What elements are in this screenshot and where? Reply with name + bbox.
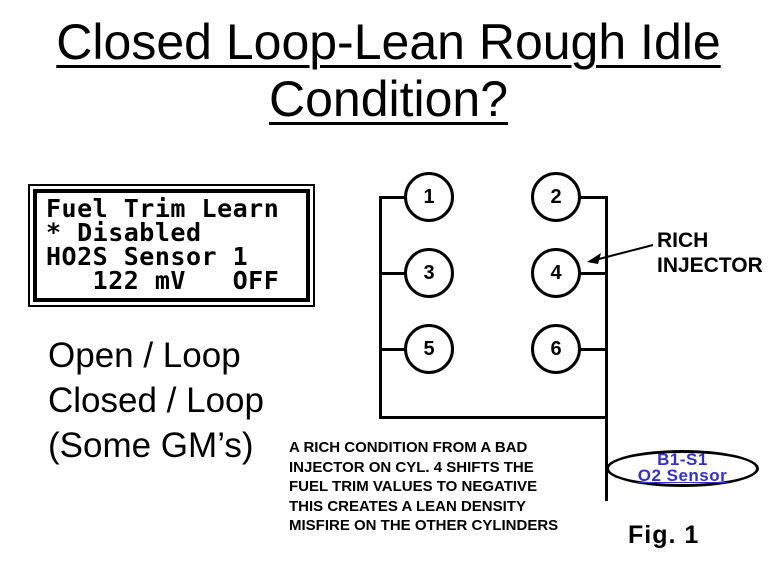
- cylinder-2: 2: [531, 172, 581, 222]
- page-title-line1: Closed Loop-Lean Rough Idle: [56, 14, 721, 70]
- engine-left-rail: [379, 196, 382, 419]
- figure-label: Fig. 1: [628, 521, 700, 549]
- caption-text: A RICH CONDITION FROM A BAD INJECTOR ON …: [289, 438, 558, 536]
- caption-line5: MISFIRE ON THE OTHER CYLINDERS: [289, 517, 559, 534]
- page-title-line2: Condition?: [268, 71, 509, 127]
- stub-cyl3: [379, 272, 407, 275]
- callout-line1: RICH: [657, 229, 709, 252]
- caption-line2: INJECTOR ON CYL. 4 SHIFTS THE: [289, 458, 534, 476]
- scan-line-disabled: * Disabled: [46, 218, 202, 247]
- loop-note-closed: Closed / Loop: [48, 381, 264, 420]
- caption-line1: A RICH CONDITION FROM A BAD: [289, 439, 528, 456]
- cylinder-3: 3: [404, 248, 454, 298]
- loop-notes: Open / Loop Closed / Loop (Some GM’s): [48, 333, 264, 468]
- caption-line3: FUEL TRIM VALUES TO NEGATIVE: [289, 478, 538, 495]
- rich-injector-callout: RICH INJECTOR: [657, 228, 763, 278]
- callout-line2: INJECTOR: [657, 254, 763, 277]
- cylinder-6: 6: [531, 324, 581, 374]
- scan-line-mv-off: 122 mV OFF: [46, 266, 280, 295]
- callout-arrow-icon: [587, 244, 654, 264]
- stub-cyl5: [379, 348, 407, 351]
- scan-line-fuel-trim: Fuel Trim Learn: [46, 194, 280, 223]
- stub-cyl4: [579, 272, 608, 275]
- engine-bottom-edge: [379, 416, 608, 419]
- page-title: Closed Loop-Lean Rough Idle Condition?: [0, 14, 777, 128]
- cylinder-5: 5: [404, 324, 454, 374]
- stub-cyl2: [579, 196, 608, 199]
- o2-sensor-bank: B1-S1: [657, 450, 708, 469]
- cylinder-4: 4: [531, 248, 581, 298]
- o2-sensor-name: O2 Sensor: [637, 466, 728, 485]
- cylinder-1: 1: [404, 172, 454, 222]
- stub-cyl1: [379, 196, 407, 199]
- loop-note-gm: (Some GM’s): [48, 426, 254, 465]
- o2-sensor-label: B1-S1 O2 Sensor: [606, 450, 759, 485]
- scan-line-ho2s: HO2S Sensor 1: [46, 242, 249, 271]
- loop-note-open: Open / Loop: [48, 336, 241, 375]
- o2-sensor-ellipse: [606, 450, 759, 487]
- stub-cyl6: [579, 348, 608, 351]
- caption-line4: THIS CREATES A LEAN DENSITY: [289, 497, 526, 515]
